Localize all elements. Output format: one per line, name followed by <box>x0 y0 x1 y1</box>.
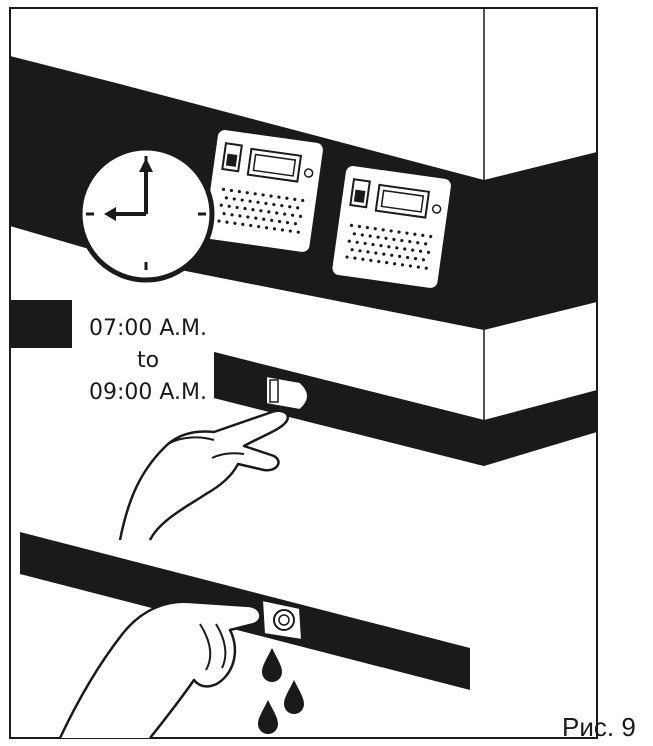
digital-display-icon <box>374 183 431 219</box>
indicator-light-icon <box>303 168 314 178</box>
reset-button[interactable] <box>265 374 309 412</box>
speaker-grille <box>345 223 433 270</box>
schedule-start-time: 07:00 A.M. <box>88 316 208 341</box>
speaker-grille <box>217 187 305 234</box>
hand-icon <box>118 409 289 541</box>
panel-plate <box>202 128 325 254</box>
figure-caption: Рис. 9 <box>562 712 636 742</box>
clock-icon <box>77 145 215 283</box>
switch-rocker <box>353 189 366 203</box>
digital-display-icon <box>246 147 303 183</box>
drain-valve[interactable] <box>260 598 304 642</box>
control-panel-1 <box>202 128 325 254</box>
panel-plate <box>330 164 453 290</box>
schedule-end-time: 09:00 A.M. <box>88 380 208 405</box>
display-inner <box>252 153 297 177</box>
hand-icon <box>58 600 262 739</box>
control-panel-2 <box>330 164 453 290</box>
band-left-white <box>10 80 70 200</box>
indicator-light-icon <box>431 204 442 214</box>
middle-band-left <box>10 300 72 348</box>
schedule-connector: to <box>136 348 160 373</box>
display-inner <box>380 189 425 213</box>
switch-rocker <box>225 153 238 167</box>
water-drop-icon <box>258 648 304 734</box>
